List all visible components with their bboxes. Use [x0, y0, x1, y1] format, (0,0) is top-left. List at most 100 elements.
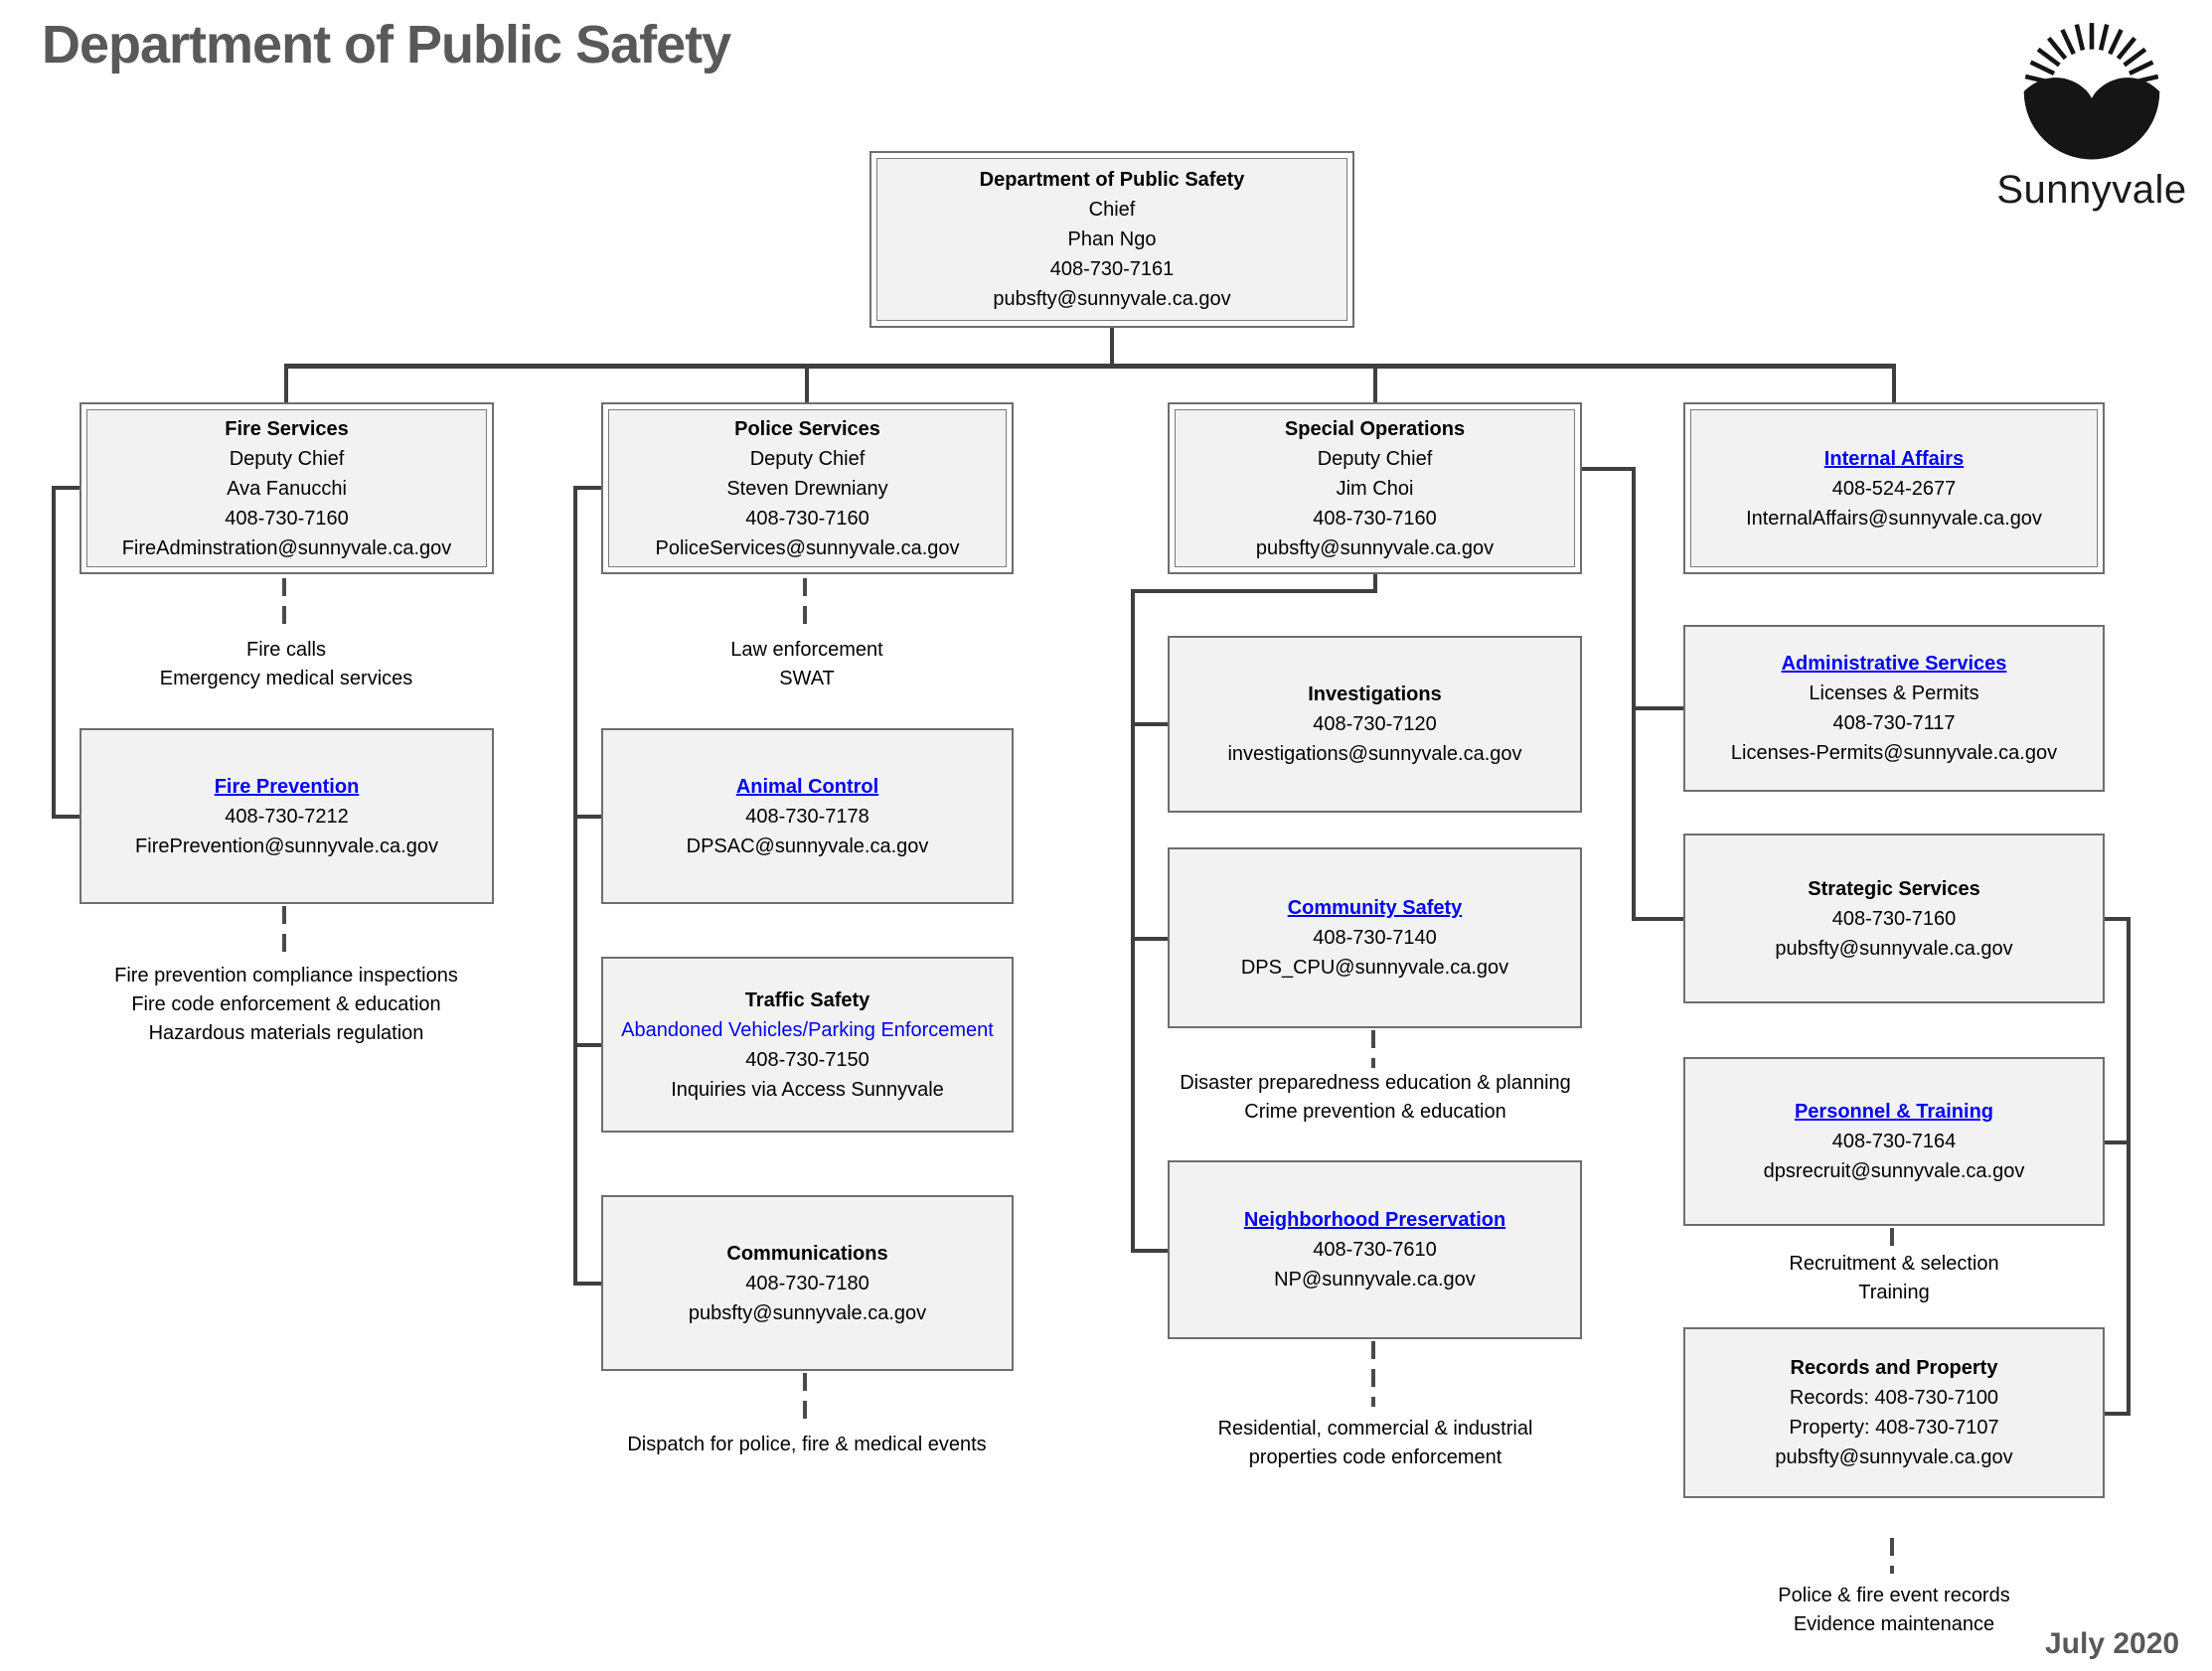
connector-chief-drop — [1110, 328, 1114, 366]
connector-specops-elbow — [1131, 589, 1377, 593]
org-box-communications: Communications 408-730-7180 pubsfty@sunn… — [601, 1195, 1014, 1371]
animal-control-link[interactable]: Animal Control — [735, 775, 879, 798]
box-phone: 408-730-7120 — [1313, 713, 1437, 735]
org-box-chief: Department of Public Safety Chief Phan N… — [869, 151, 1354, 328]
box-phone: 408-730-7150 — [745, 1048, 869, 1071]
sunnyvale-logo: Sunnyvale — [1977, 14, 2206, 213]
box-title: Records and Property — [1790, 1357, 1998, 1379]
connector-right-trunk-2 — [2127, 917, 2131, 1416]
box-email: pubsfty@sunnyvale.ca.gov — [1255, 536, 1495, 559]
administrative-services-link[interactable]: Administrative Services — [1781, 653, 2007, 675]
box-email: dpsrecruit@sunnyvale.ca.gov — [1763, 1160, 2025, 1182]
org-box-special-operations: Special Operations Deputy Chief Jim Choi… — [1168, 402, 1582, 574]
dashed-communications — [803, 1373, 807, 1423]
box-phone: 408-524-2677 — [1831, 477, 1957, 500]
org-box-strategic-services: Strategic Services 408-730-7160 pubsfty@… — [1683, 834, 2105, 1003]
box-email: NP@sunnyvale.ca.gov — [1274, 1269, 1476, 1291]
connector-police-stub-3 — [573, 1043, 601, 1047]
community-safety-link[interactable]: Community Safety — [1287, 897, 1463, 919]
connector-strategic-right-stub — [2105, 917, 2131, 921]
org-box-fire-prevention: Fire Prevention 408-730-7212 FirePrevent… — [79, 728, 494, 904]
box-email: Licenses-Permits@sunnyvale.ca.gov — [1730, 742, 2058, 764]
box-phone: 408-730-7164 — [1831, 1131, 1957, 1152]
box-phone: 408-730-7178 — [745, 805, 869, 828]
connector-specops-trunk — [1131, 589, 1135, 1253]
box-phone: 408-730-7160 — [1313, 507, 1437, 530]
box-title: Department of Public Safety — [979, 169, 1245, 191]
caption-fire-prevention: Fire prevention compliance inspections F… — [114, 965, 458, 1044]
caption-personnel-training: Recruitment & selection Training — [1789, 1253, 1999, 1303]
org-box-neighborhood-preservation: Neighborhood Preservation 408-730-7610 N… — [1168, 1160, 1582, 1339]
connector-right-trunk-1 — [1632, 467, 1636, 921]
dashed-police-services — [803, 578, 807, 626]
box-email: pubsfty@sunnyvale.ca.gov — [1775, 1446, 2013, 1468]
connector-drop-fire — [284, 367, 288, 402]
box-phone: 408-730-7140 — [1313, 927, 1437, 949]
connector-stub-neighborhood — [1131, 1249, 1168, 1253]
box-phone-records: Records: 408-730-7100 — [1789, 1387, 1999, 1409]
box-email: pubsfty@sunnyvale.ca.gov — [1775, 937, 2013, 960]
connector-police-stub-2 — [573, 815, 601, 819]
org-box-police-services: Police Services Deputy Chief Steven Drew… — [601, 402, 1014, 574]
caption-records-property: Police & fire event records Evidence mai… — [1778, 1585, 2010, 1635]
connector-fire-trunk — [52, 486, 56, 819]
dashed-community-safety — [1371, 1030, 1375, 1068]
box-email: investigations@sunnyvale.ca.gov — [1227, 743, 1522, 765]
box-email: pubsfty@sunnyvale.ca.gov — [993, 288, 1231, 310]
org-box-administrative-services: Administrative Services Licenses & Permi… — [1683, 625, 2105, 792]
box-email: pubsfty@sunnyvale.ca.gov — [688, 1301, 927, 1324]
connector-drop-special-ops — [1373, 367, 1377, 402]
box-email: DPSAC@sunnyvale.ca.gov — [686, 835, 929, 857]
personnel-training-link[interactable]: Personnel & Training — [1794, 1101, 1994, 1123]
box-phone: 408-730-7160 — [745, 507, 869, 530]
org-box-fire-services: Fire Services Deputy Chief Ava Fanucchi … — [79, 402, 494, 574]
fire-prevention-link[interactable]: Fire Prevention — [214, 775, 360, 798]
box-title: Special Operations — [1284, 417, 1466, 440]
connector-fire-stub-bottom — [52, 815, 79, 819]
box-phone: 408-730-7212 — [225, 805, 349, 828]
sun-rays — [2024, 23, 2159, 85]
connector-police-stub-4 — [573, 1282, 601, 1286]
dashed-personnel — [1890, 1228, 1894, 1248]
caption-neighborhood-preservation: Residential, commercial & industrial pro… — [1217, 1418, 1533, 1468]
box-email: PoliceServices@sunnyvale.ca.gov — [655, 536, 960, 559]
org-box-records-property: Records and Property Records: 408-730-71… — [1683, 1327, 2105, 1498]
dashed-records — [1890, 1538, 1894, 1574]
abandoned-vehicles-link[interactable]: Abandoned Vehicles/Parking Enforcement — [621, 1018, 994, 1041]
org-box-traffic-safety: Traffic Safety Abandoned Vehicles/Parkin… — [601, 957, 1014, 1133]
sun-hills-icon — [2023, 23, 2160, 160]
box-title: Police Services — [734, 417, 880, 440]
box-phone: 408-730-7117 — [1832, 712, 1956, 734]
box-phone: 408-730-7161 — [1049, 258, 1175, 280]
connector-drop-police — [805, 367, 809, 402]
box-email: InternalAffairs@sunnyvale.ca.gov — [1746, 507, 2042, 530]
box-phone: 408-730-7160 — [225, 507, 349, 530]
box-title: Investigations — [1308, 684, 1442, 705]
box-email: DPS_CPU@sunnyvale.ca.gov — [1240, 957, 1509, 979]
dashed-neighborhood — [1371, 1341, 1375, 1407]
org-box-investigations: Investigations 408-730-7120 investigatio… — [1168, 636, 1582, 813]
connector-stub-personnel — [2105, 1140, 2131, 1144]
connector-fire-stub-top — [52, 486, 79, 490]
dashed-fire-services — [282, 578, 286, 626]
connector-bus — [284, 364, 1896, 369]
caption-fire-services: Fire calls Emergency medical services — [159, 639, 413, 689]
org-box-internal-affairs: Internal Affairs 408-524-2677 InternalAf… — [1683, 402, 2105, 574]
internal-affairs-link[interactable]: Internal Affairs — [1823, 447, 1965, 470]
box-email: FireAdminstration@sunnyvale.ca.gov — [121, 536, 452, 559]
box-person: Steven Drewniany — [726, 477, 888, 500]
box-role: Deputy Chief — [229, 447, 345, 470]
neighborhood-preservation-link[interactable]: Neighborhood Preservation — [1243, 1209, 1506, 1231]
connector-police-trunk — [573, 486, 577, 1286]
connector-specops-drop — [1373, 574, 1377, 593]
box-title: Traffic Safety — [744, 988, 870, 1011]
org-box-animal-control: Animal Control 408-730-7178 DPSAC@sunnyv… — [601, 728, 1014, 904]
box-phone: 408-730-7160 — [1831, 907, 1957, 930]
connector-stub-records — [2105, 1412, 2131, 1416]
box-phone: 408-730-7610 — [1313, 1239, 1437, 1261]
connector-police-stub-1 — [573, 486, 601, 490]
box-role: Deputy Chief — [1317, 447, 1433, 470]
box-title: Communications — [726, 1242, 888, 1265]
box-subtitle: Licenses & Permits — [1809, 683, 1979, 704]
